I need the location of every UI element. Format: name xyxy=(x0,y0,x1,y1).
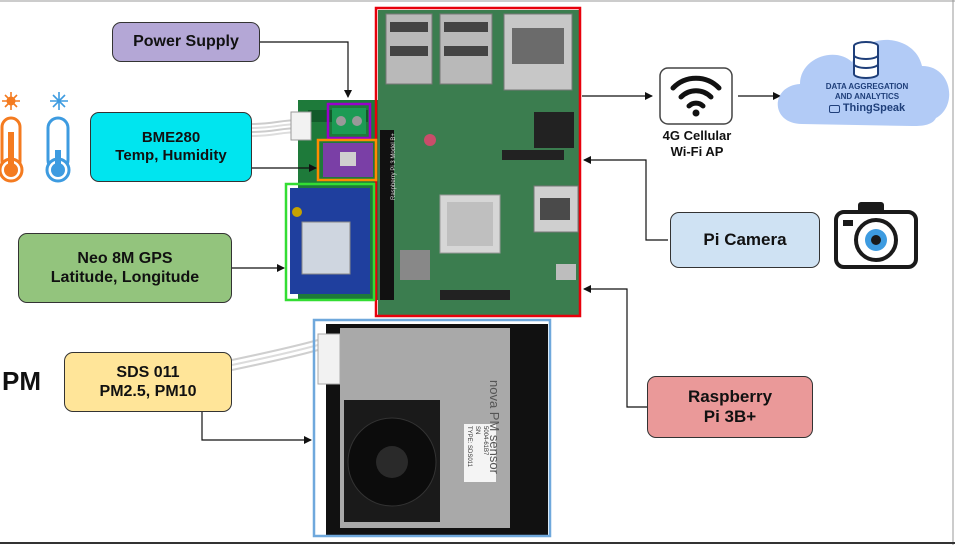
sensor-sn-label: SN xyxy=(474,426,480,434)
raspberry-pi-box: Raspberry Pi 3B+ xyxy=(647,376,813,438)
power-supply-label: Power Supply xyxy=(133,33,239,51)
pi-camera-label: Pi Camera xyxy=(703,229,787,249)
sds-box: SDS 011 PM2.5, PM10 xyxy=(64,352,232,412)
bme280-module xyxy=(323,143,373,177)
database-icon xyxy=(853,41,879,79)
sensor-type-label: TYPE: SDS011 xyxy=(466,426,472,468)
gps-module xyxy=(290,188,370,294)
gps-box: Neo 8M GPS Latitude, Longitude xyxy=(18,233,232,303)
gps-highlight xyxy=(284,182,376,302)
hot-thermometer-icon xyxy=(0,92,24,183)
thingspeak-label: ThingSpeak xyxy=(842,102,906,114)
thingspeak-logo-icon xyxy=(828,104,840,113)
camera-arrow xyxy=(583,156,668,241)
bme280-cable xyxy=(251,111,312,141)
cloud-label-line1: DATA AGGREGATION xyxy=(825,82,909,91)
camera-icon xyxy=(834,202,918,269)
pm-label: PM xyxy=(2,366,41,396)
wifi-label-line1: 4G Cellular xyxy=(662,128,732,143)
cloud-icon xyxy=(777,39,950,126)
pcb-label: Raspberry Pi 3 Model B+ xyxy=(391,133,397,200)
power-terminal-block xyxy=(332,108,366,134)
bme280-highlight xyxy=(316,138,378,182)
gps-title: Neo 8M GPS xyxy=(77,249,173,267)
raspberry-pi-subtitle: Pi 3B+ xyxy=(703,407,757,426)
power-terminal-highlight xyxy=(326,102,372,140)
bme280-box: BME280 Temp, Humidity xyxy=(90,112,252,182)
sds-title: SDS 011 xyxy=(116,363,180,381)
wifi-icon xyxy=(659,67,733,125)
power-supply-arrow xyxy=(260,41,352,98)
cold-thermometer-icon xyxy=(45,92,71,183)
pm-sensor-highlight xyxy=(312,318,552,538)
pm-sensor-device xyxy=(317,324,548,536)
sds-arrow xyxy=(201,412,312,444)
bme280-subtitle: Temp, Humidity xyxy=(115,147,227,164)
sensor-code-label: 5004-61B7 xyxy=(482,426,488,456)
raspberry-pi-board xyxy=(378,10,580,315)
cloud-label: DATA AGGREGATION AND ANALYTICS xyxy=(800,82,934,101)
raspberry-label-arrow xyxy=(583,285,647,408)
sds-cable xyxy=(231,339,319,371)
wifi-label-line2: Wi-Fi AP xyxy=(670,143,724,159)
power-supply-box: Power Supply xyxy=(112,22,260,62)
pi-camera-box: Pi Camera xyxy=(670,212,820,268)
thingspeak-brand: ThingSpeak xyxy=(808,102,926,115)
cloud-label-line2: AND ANALYTICS xyxy=(834,91,900,101)
sensor-brand-label: nova PM sensor xyxy=(487,380,502,475)
sds-subtitle: PM2.5, PM10 xyxy=(99,383,197,400)
wifi-label: 4G Cellular Wi-Fi AP xyxy=(640,128,754,159)
bme280-title: BME280 xyxy=(141,129,201,146)
gps-subtitle: Latitude, Longitude xyxy=(50,269,200,286)
raspberry-pi-title: Raspberry xyxy=(687,386,773,406)
